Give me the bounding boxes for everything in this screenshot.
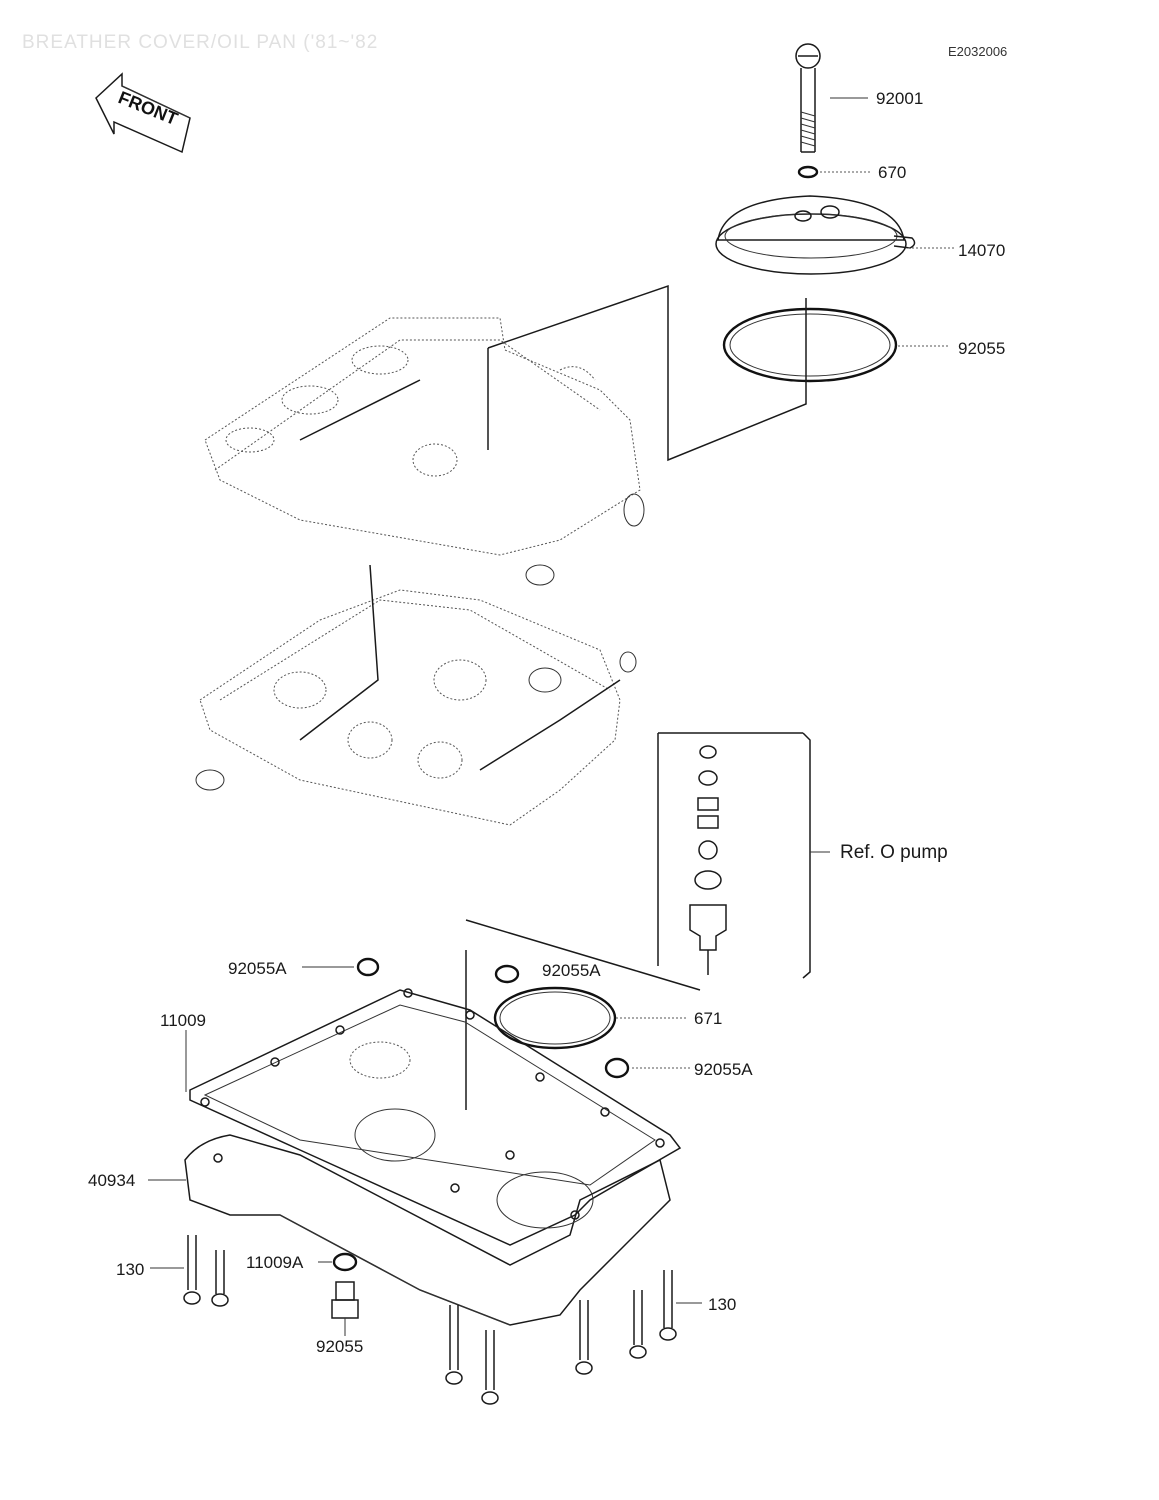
seal-92055A-left-icon [356, 957, 380, 977]
lower-crankcase-icon [195, 564, 637, 826]
label-92055A-left: 92055A [228, 959, 287, 978]
assembly-line-cover [487, 284, 807, 462]
front-arrow-icon: FRONT [95, 72, 191, 154]
diagram-title: BREATHER COVER/OIL PAN ('81~'82 [22, 32, 378, 53]
assembly-line-pump [465, 919, 701, 991]
diagram-code: E2032006 [948, 44, 1007, 59]
label-14070: 14070 [958, 241, 1005, 260]
label-40934: 40934 [88, 1171, 135, 1190]
label-92055A-mid: 92055A [542, 961, 601, 980]
label-92055: 92055 [958, 339, 1005, 358]
label-670: 670 [878, 163, 906, 182]
label-130-left: 130 [116, 1260, 144, 1279]
label-ref-oil-pump: Ref. O pump [840, 842, 948, 863]
label-92001: 92001 [876, 89, 923, 108]
label-11009: 11009 [160, 1011, 206, 1030]
seal-92055A-mid-icon [494, 964, 520, 984]
seal-92055A-right-icon [604, 1057, 630, 1079]
label-92055A-right: 92055A [694, 1060, 753, 1079]
label-11009A: 11009A [246, 1253, 304, 1272]
bolts-130-left-icon [183, 1235, 229, 1307]
washer-670-icon [797, 165, 819, 179]
gasket-92055-icon [722, 307, 898, 383]
label-671: 671 [694, 1009, 722, 1028]
breather-cover-14070-icon [715, 195, 916, 275]
bolts-130-bottom-icon [445, 1270, 677, 1405]
front-arrow-label: FRONT [116, 87, 181, 129]
oil-pan-icon [184, 988, 682, 1326]
gasket-11009A-icon [332, 1252, 358, 1272]
drain-plug-92055-icon [331, 1281, 359, 1319]
bolt-92001-icon [795, 43, 821, 153]
label-130-right: 130 [708, 1295, 736, 1314]
oring-671-icon [493, 986, 617, 1050]
upper-crankcase-icon [204, 317, 645, 586]
label-92055-plug: 92055 [316, 1337, 363, 1356]
oil-pump-reference-box [657, 732, 830, 979]
